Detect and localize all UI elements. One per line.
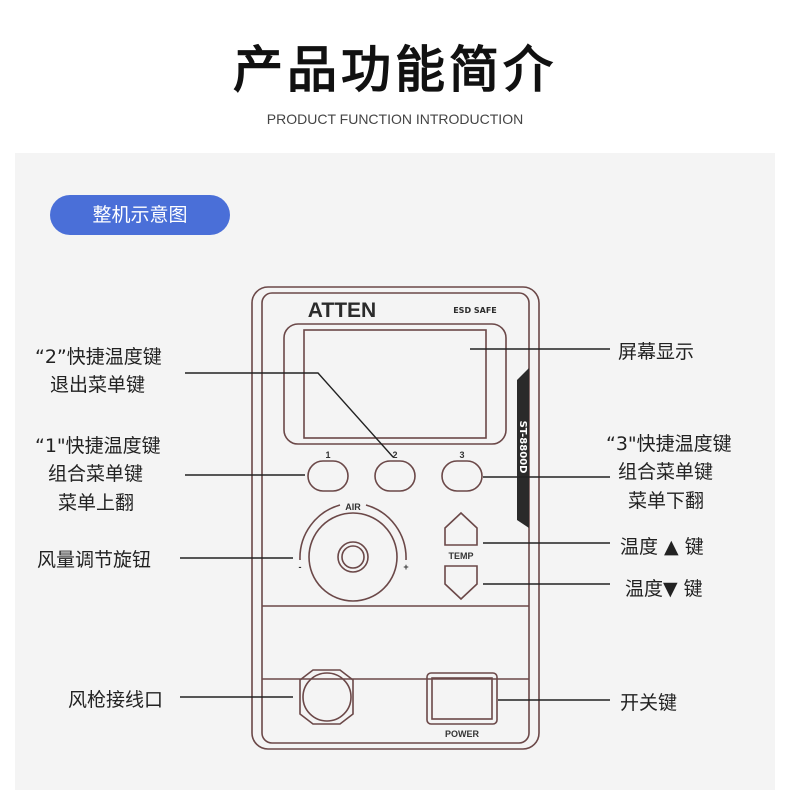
callout-gun-port: 风枪接线口: [68, 689, 164, 711]
page-title: 产品功能简介: [233, 41, 557, 99]
esd-logo: ESD SAFE: [453, 306, 497, 315]
callout-key3-line2: 组合菜单键: [618, 461, 714, 483]
air-knob-center: [337, 541, 369, 573]
screen-bezel: [283, 323, 507, 445]
callout-temp-up: 温度 ▲ 键: [620, 536, 704, 558]
callout-key2-line1: “2”快捷温度键: [35, 346, 162, 368]
button-2[interactable]: [374, 460, 416, 492]
button-3[interactable]: [441, 460, 483, 492]
callout-key1-line1: “1"快捷温度键: [35, 435, 161, 457]
callout-screen: 屏幕显示: [618, 341, 695, 363]
callout-key1-line2: 组合菜单键: [48, 463, 144, 485]
button-2-number: 2: [392, 450, 397, 460]
knob-minus: -: [299, 562, 302, 572]
power-switch[interactable]: [426, 672, 498, 725]
temp-down-button[interactable]: [444, 565, 478, 601]
callout-key1-line3: 菜单上翻: [58, 492, 135, 514]
power-switch-inner: [431, 677, 493, 720]
callout-line-key2: [185, 372, 394, 458]
brand-logo: ATTEN: [308, 299, 376, 322]
button-3-number: 3: [459, 450, 464, 460]
page-subtitle: PRODUCT FUNCTION INTRODUCTION: [266, 111, 524, 127]
temp-up-button[interactable]: [444, 511, 478, 546]
callout-key2-line2: 退出菜单键: [50, 374, 146, 396]
screen: [303, 329, 487, 439]
gun-port-inner: [302, 672, 352, 722]
button-1[interactable]: [307, 460, 349, 492]
device-body-inner: [261, 292, 530, 744]
model-text: ST-8800D: [517, 421, 528, 474]
callout-air-knob: 风量调节旋钮: [37, 549, 152, 571]
knob-label: AIR: [345, 502, 361, 512]
model-strip: [517, 368, 529, 528]
section-tag: 整机示意图: [50, 195, 230, 235]
air-knob[interactable]: [308, 512, 398, 602]
button-1-number: 1: [325, 450, 330, 460]
device-body-outer: [251, 286, 540, 750]
temp-label: TEMP: [448, 551, 473, 561]
gun-port: [299, 669, 354, 725]
air-knob-center-inner: [341, 545, 365, 569]
air-arc-icon: [299, 504, 407, 561]
callout-temp-down: 温度▼ 键: [625, 578, 703, 600]
callout-key3-line1: “3"快捷温度键: [606, 433, 732, 455]
callout-power: 开关键: [620, 692, 678, 714]
knob-plus: +: [403, 562, 408, 572]
power-label: POWER: [445, 729, 480, 739]
diagram-panel: [15, 153, 775, 790]
callout-key3-line3: 菜单下翻: [628, 490, 705, 512]
